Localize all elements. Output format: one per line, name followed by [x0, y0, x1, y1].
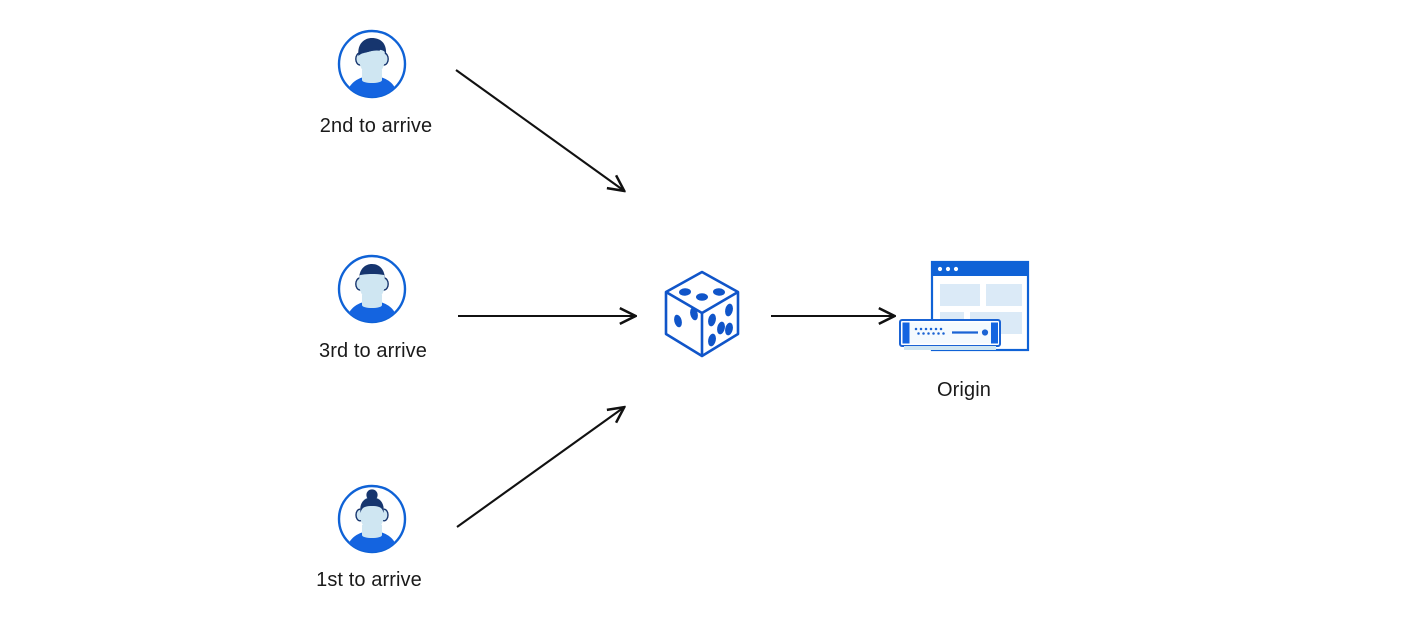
- origin-node[interactable]: [896, 258, 1036, 368]
- origin-icon-group: [899, 260, 1030, 352]
- client-node-2nd[interactable]: [336, 28, 408, 105]
- user-avatar-icon: [337, 254, 407, 324]
- user-avatar-icon: [337, 484, 407, 554]
- client-label-1st: 1st to arrive: [316, 569, 422, 591]
- client-node-3rd[interactable]: [336, 253, 408, 330]
- arrow-1st-to-dice: [456, 408, 623, 528]
- server-router-icon: [899, 319, 1001, 350]
- client-node-1st[interactable]: [336, 483, 408, 560]
- client-label-2nd: 2nd to arrive: [319, 115, 433, 137]
- user-avatar-icon: [337, 29, 407, 99]
- random-balancer-node[interactable]: [660, 268, 744, 365]
- origin-label: Origin: [937, 379, 991, 401]
- dice-icon: [664, 270, 740, 358]
- client-label-3rd: 3rd to arrive: [318, 340, 427, 362]
